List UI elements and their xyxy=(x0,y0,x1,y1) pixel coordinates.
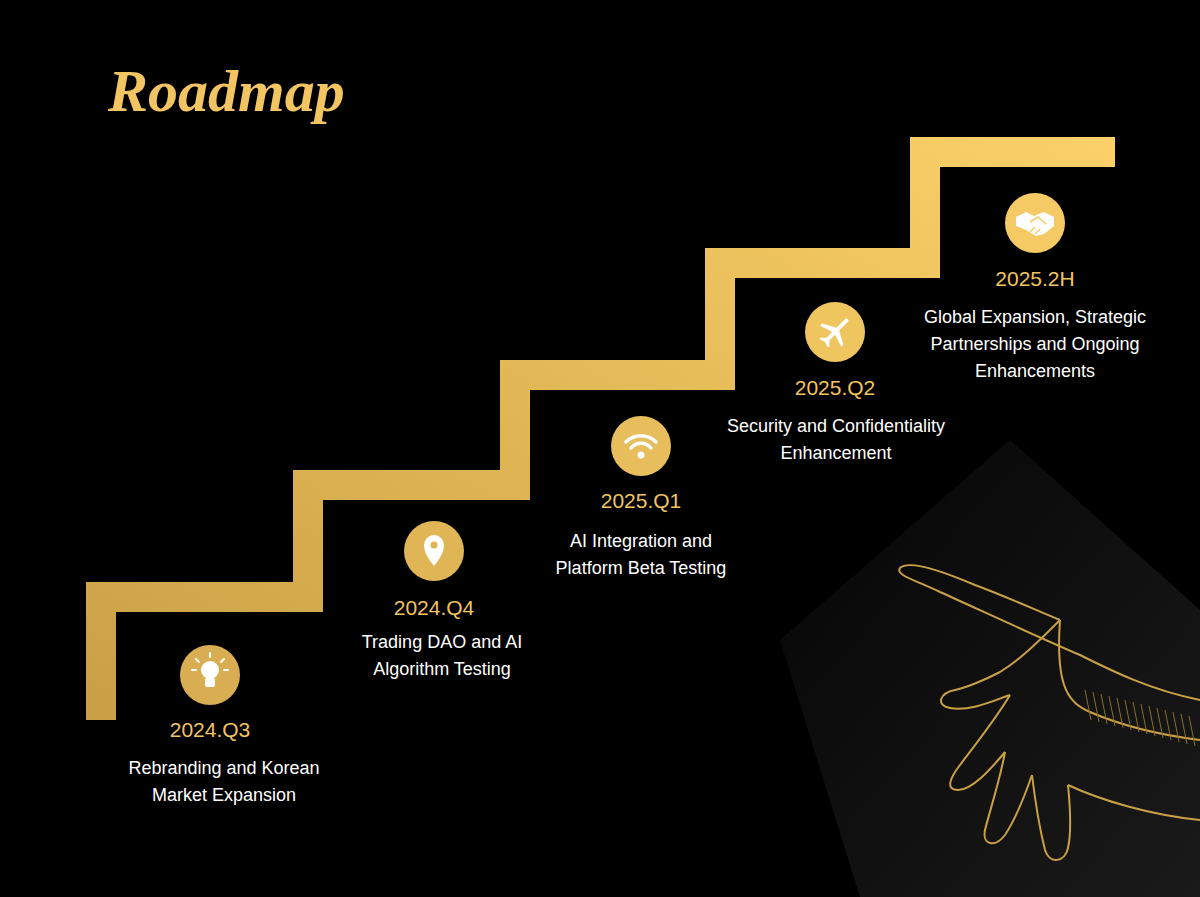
milestone-description: Global Expansion, Strategic Partnerships… xyxy=(910,304,1160,385)
milestone-date: 2025.Q1 xyxy=(541,489,741,513)
hatch-stroke xyxy=(1117,698,1123,728)
hatch-stroke xyxy=(1149,706,1155,736)
hatch-stroke xyxy=(1125,700,1131,730)
milestone-date: 2024.Q3 xyxy=(110,718,310,742)
milestone-description: AI Integration and Platform Beta Testing xyxy=(546,528,736,582)
hand-illustration xyxy=(899,565,1200,860)
hatch-stroke xyxy=(1101,694,1107,724)
roadmap-title: Roadmap xyxy=(108,56,345,126)
milestone-date: 2025.Q2 xyxy=(735,376,935,400)
hatch-stroke xyxy=(1109,696,1115,726)
staircase xyxy=(101,152,1115,720)
hatch-stroke xyxy=(1085,690,1091,720)
hatch-stroke xyxy=(1141,704,1147,734)
hatch-stroke xyxy=(1133,702,1139,732)
hatch-stroke xyxy=(1181,714,1187,744)
hatch-stroke xyxy=(1157,708,1163,738)
hatch-stroke xyxy=(1165,710,1171,740)
milestone-date: 2024.Q4 xyxy=(334,596,534,620)
hand-hatching xyxy=(1085,690,1195,746)
milestone-date: 2025.2H xyxy=(935,267,1135,291)
hatch-stroke xyxy=(1189,716,1195,746)
hatch-stroke xyxy=(1173,712,1179,742)
milestone-description: Rebranding and Korean Market Expansion xyxy=(104,755,344,809)
hand-panel xyxy=(780,440,1200,897)
milestone-description: Trading DAO and AI Algorithm Testing xyxy=(353,629,531,683)
hatch-stroke xyxy=(1093,692,1099,722)
milestone-description: Security and Confidentiality Enhancement xyxy=(711,413,961,467)
milestone-icons xyxy=(180,193,1065,705)
